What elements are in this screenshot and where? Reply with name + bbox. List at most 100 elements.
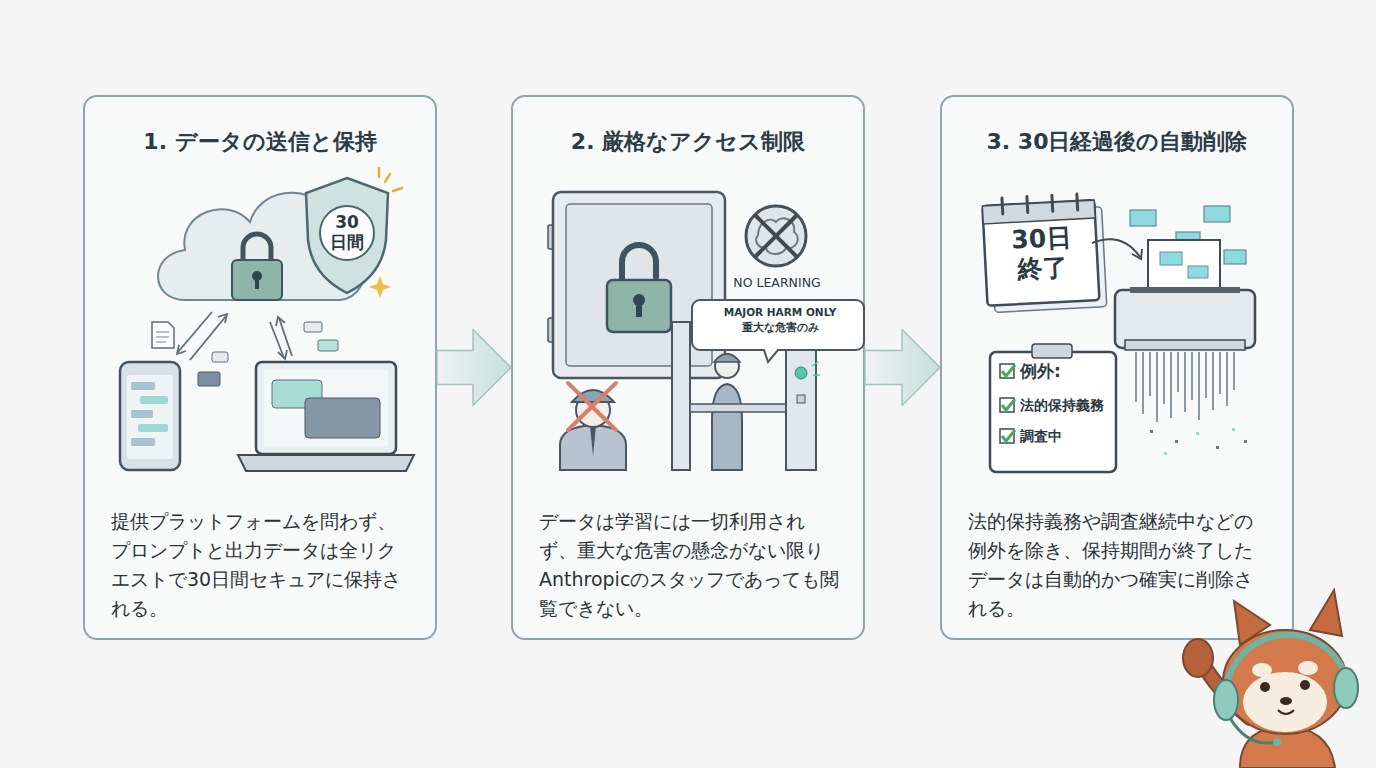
red-panda-mascot-part [1278, 710, 1294, 714]
laptop-icon-part [238, 455, 414, 471]
smartphone-icon-part [120, 362, 180, 470]
red-panda-mascot-part [1223, 630, 1347, 734]
smartphone-icon-part [131, 410, 153, 418]
calendar-icon-part [982, 200, 1099, 306]
checklist-item: 例外: [1020, 360, 1110, 382]
clipboard-icon-part [1000, 398, 1014, 412]
safe-icon-part [636, 303, 642, 317]
clipboard-icon-part [1002, 365, 1015, 376]
red-panda-mascot-part [1280, 697, 1292, 705]
icon-caption: NO LEARNING [717, 275, 837, 290]
chat-bubble-icon-part [198, 372, 220, 386]
red-panda-mascot-part [1298, 661, 1318, 675]
smartphone-icon-part [140, 396, 168, 404]
red-panda-mascot-part [1273, 738, 1281, 746]
security-gate-part [813, 374, 820, 376]
data-block-icon-part [1130, 210, 1156, 226]
shredder-icon-part [1130, 287, 1240, 293]
panel-title: 2. 厳格なアクセス制限 [513, 127, 863, 157]
padlock-icon-part [255, 278, 259, 289]
clipboard-icon-part [1000, 364, 1014, 378]
checklist-item: 法的保持義務 [1020, 395, 1116, 415]
shredder-icon-part [1150, 430, 1153, 433]
smartphone-icon-part [131, 438, 155, 446]
chat-bubble-icon-part [318, 340, 338, 351]
laptop-icon-part [256, 362, 396, 454]
checklist-item: 調査中 [1020, 426, 1110, 446]
security-gate-part [712, 384, 742, 470]
smartphone-icon-part [127, 375, 173, 459]
panel-body: データは学習には一切利用されず、重大な危害の懸念がない限りAnthropicのス… [539, 507, 841, 623]
laptop-icon [238, 362, 414, 471]
document-icon [152, 322, 174, 348]
security-gate-part [797, 395, 805, 403]
chat-bubble-icon-part [304, 322, 322, 332]
red-panda-mascot-part [1183, 639, 1213, 677]
clipboard-icon-part [990, 352, 1116, 472]
laptop-icon-part [305, 398, 380, 438]
shredder-icon-part [1244, 440, 1247, 443]
no-learning-icon-part [746, 206, 806, 266]
red-panda-mascot-part [1243, 672, 1327, 732]
shredder-icon-part [1232, 428, 1235, 431]
document-icon-part [156, 341, 166, 342]
panel-body: 法的保持義務や調査継続中などの例外を除き、保持期間が終了したデータは自動的かつ確… [968, 507, 1270, 623]
red-panda-mascot-part [1226, 635, 1346, 690]
padlock-icon-part [232, 260, 282, 300]
shredder-icon-part [1175, 440, 1178, 443]
speech-text: MAJOR HARM ONLY 重大な危害のみ [702, 305, 858, 335]
shredder-icon-part [1160, 252, 1182, 265]
no-learning-icon-part [755, 215, 797, 257]
red-panda-mascot-part [1252, 663, 1272, 677]
red-panda-mascot-part [1334, 668, 1358, 708]
clipboard-icon-part [1002, 399, 1015, 410]
security-gate-part [690, 404, 786, 412]
clipboard-icon-part [1000, 429, 1014, 443]
shredder-icon-part [1216, 446, 1219, 449]
panel-title: 3. 30日経過後の自動削除 [942, 127, 1292, 157]
calendar-icon [982, 193, 1107, 313]
clipboard-icon-part [1032, 344, 1072, 358]
flow-arrow-connector [865, 330, 940, 406]
clipboard-icon-part [1002, 430, 1015, 441]
guard-figure-part [590, 426, 596, 456]
flow-arrow-connector [437, 330, 511, 406]
calendar-text: 30日 終了 [998, 222, 1085, 286]
no-learning-icon-part [755, 215, 797, 257]
security-gate-part [672, 322, 690, 470]
sparkle-icon-part [378, 168, 381, 177]
document-icon-part [156, 336, 169, 337]
red-panda-mascot-part [1214, 680, 1238, 720]
shredder-icon-part [1188, 266, 1208, 278]
smartphone-icon [120, 362, 180, 470]
red-panda-mascot-part [1300, 680, 1310, 690]
smartphone-icon-part [138, 424, 168, 432]
clipboard-icon [990, 344, 1116, 472]
chat-bubble-icon-part [212, 352, 228, 362]
shredder-icon-part [1148, 240, 1220, 292]
padlock-icon [232, 234, 282, 300]
data-block-icon-part [1204, 206, 1230, 222]
document-icon-part [152, 322, 174, 348]
padlock-icon-part [243, 234, 271, 262]
red-panda-mascot-part [1260, 682, 1270, 692]
security-gate-part [715, 354, 739, 378]
no-learning-icon [746, 206, 806, 266]
panel-title: 1. データの送信と保持 [85, 127, 435, 157]
shredder-icon-part [1196, 432, 1199, 435]
red-panda-mascot-part [1230, 718, 1276, 743]
laptop-icon-part [264, 370, 388, 446]
security-gate-part [786, 350, 816, 470]
smartphone-icon-part [131, 382, 155, 390]
safe-icon-part [622, 245, 656, 282]
data-block-icon-part [1224, 250, 1246, 264]
shredder-icon-part [1125, 340, 1245, 350]
document-icon-part [156, 331, 169, 332]
panel-body: 提供プラットフォームを問わず、プロンプトと出力データは全リクエストで30日間セキ… [111, 507, 413, 623]
shredder-icon-part [1164, 452, 1167, 455]
red-panda-mascot-part [1310, 590, 1342, 636]
shield-icon-part [320, 206, 374, 260]
